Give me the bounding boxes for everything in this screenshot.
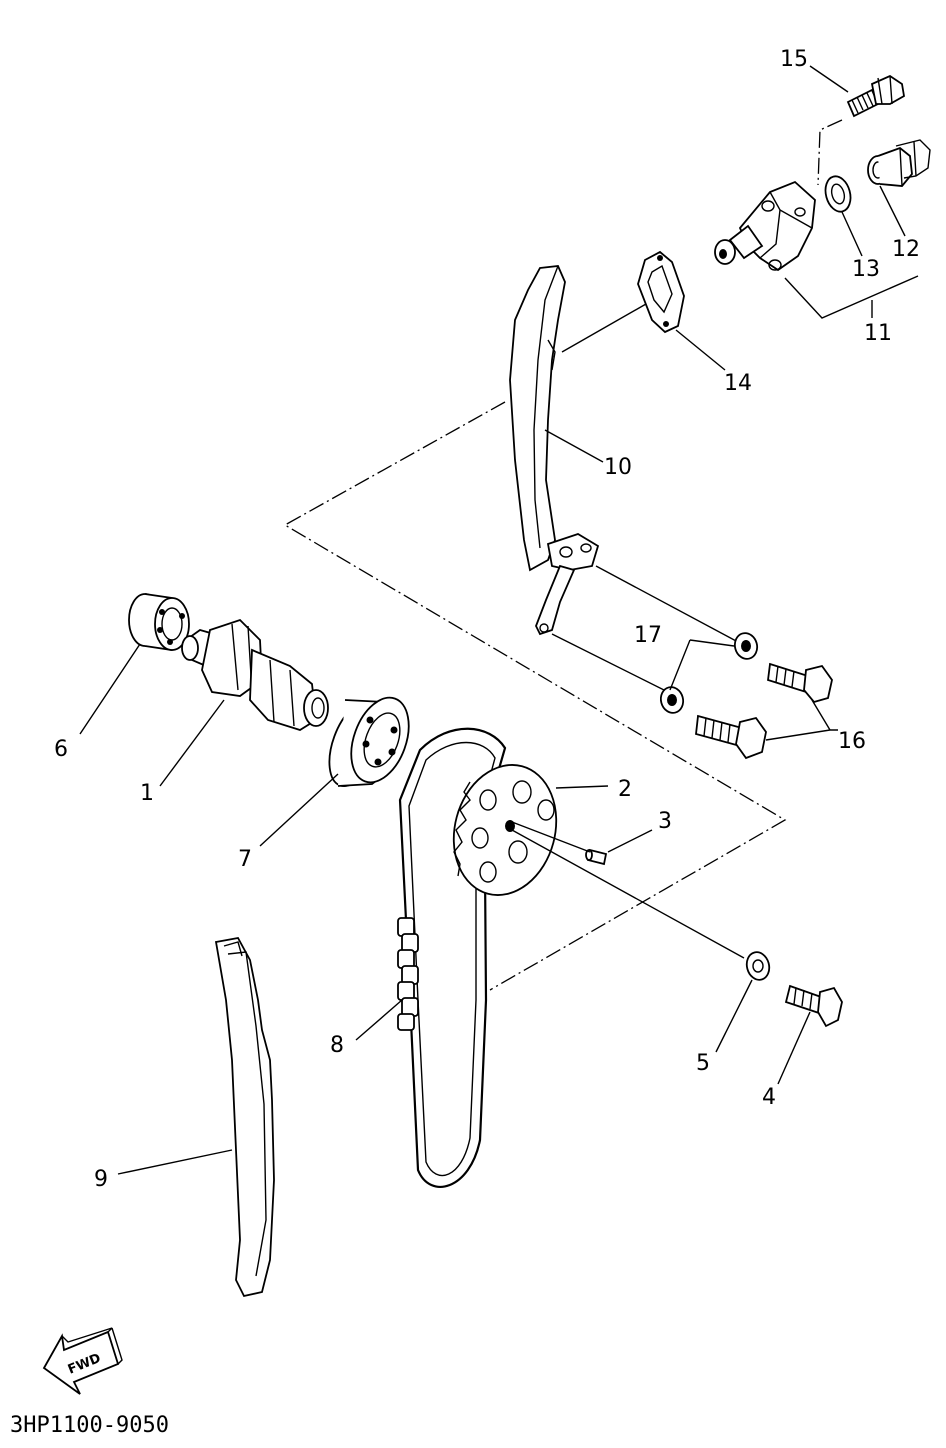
part-14-leader <box>675 329 726 371</box>
part-3-leader <box>607 829 653 853</box>
part-7-leader <box>259 773 339 847</box>
part-16-bolt-lower <box>695 714 767 760</box>
part-9-chain-guide <box>214 936 275 1298</box>
part-9-leader <box>117 1149 233 1175</box>
label-16: 16 <box>838 729 866 754</box>
part-14-gasket <box>637 250 685 334</box>
label-17: 17 <box>634 623 662 648</box>
label-5: 5 <box>696 1051 710 1076</box>
part-4-leader <box>777 1011 811 1085</box>
part-8-leader <box>355 999 403 1041</box>
part-15-bolt <box>846 74 905 118</box>
part-12-plug-bolt <box>867 139 931 187</box>
label-8: 8 <box>330 1033 344 1058</box>
part-3-dowel-pin <box>585 848 608 866</box>
part-13-washer <box>824 175 852 213</box>
part-5-washer <box>745 951 771 981</box>
label-11: 11 <box>864 321 892 346</box>
fwd-arrow-icon: FWD <box>42 1327 123 1395</box>
part-17-washer-upper <box>733 632 759 660</box>
label-10: 10 <box>604 455 632 480</box>
part-5-leader <box>715 979 753 1053</box>
part-17-washer-lower <box>659 686 685 714</box>
part-6-bearing <box>128 593 190 651</box>
assembly-guideline <box>283 401 787 991</box>
label-6: 6 <box>54 737 68 762</box>
part-16-bolt-upper <box>767 662 833 704</box>
label-7: 7 <box>238 847 252 872</box>
part-10-17-connector-b <box>551 633 669 693</box>
label-9: 9 <box>94 1167 108 1192</box>
part-6-leader <box>79 643 141 735</box>
label-3: 3 <box>658 809 672 834</box>
part-11-bracket <box>784 275 919 319</box>
part-15-guideline <box>817 119 843 186</box>
part-13-leader <box>841 211 863 257</box>
part-4-bolt <box>784 984 843 1028</box>
part-10-14-connector <box>561 303 647 353</box>
part-2-cam-sprocket <box>452 764 558 896</box>
part-10-chain-guide <box>509 265 600 636</box>
label-13: 13 <box>852 257 880 282</box>
part-1-camshaft <box>181 618 329 731</box>
catalog-code: 3HP1100-9050 <box>10 1413 169 1438</box>
part-11-tensioner <box>714 180 816 272</box>
label-1: 1 <box>140 781 154 806</box>
label-2: 2 <box>618 777 632 802</box>
label-14: 14 <box>724 371 752 396</box>
part-10-leader <box>544 429 604 463</box>
part-15-leader <box>809 65 849 93</box>
part-8-timing-chain <box>397 727 507 1188</box>
part-10-17-connector-a <box>595 565 739 643</box>
part-1-leader <box>159 699 225 787</box>
part-16-bracket <box>765 699 838 741</box>
part-3-guideline <box>511 821 745 959</box>
label-4: 4 <box>762 1085 776 1110</box>
part-17-leader <box>669 639 735 691</box>
part-12-leader <box>879 185 906 237</box>
part-7-bearing <box>328 696 410 787</box>
part-2-leader <box>555 785 609 789</box>
label-12: 12 <box>892 237 920 262</box>
label-15: 15 <box>780 47 808 72</box>
